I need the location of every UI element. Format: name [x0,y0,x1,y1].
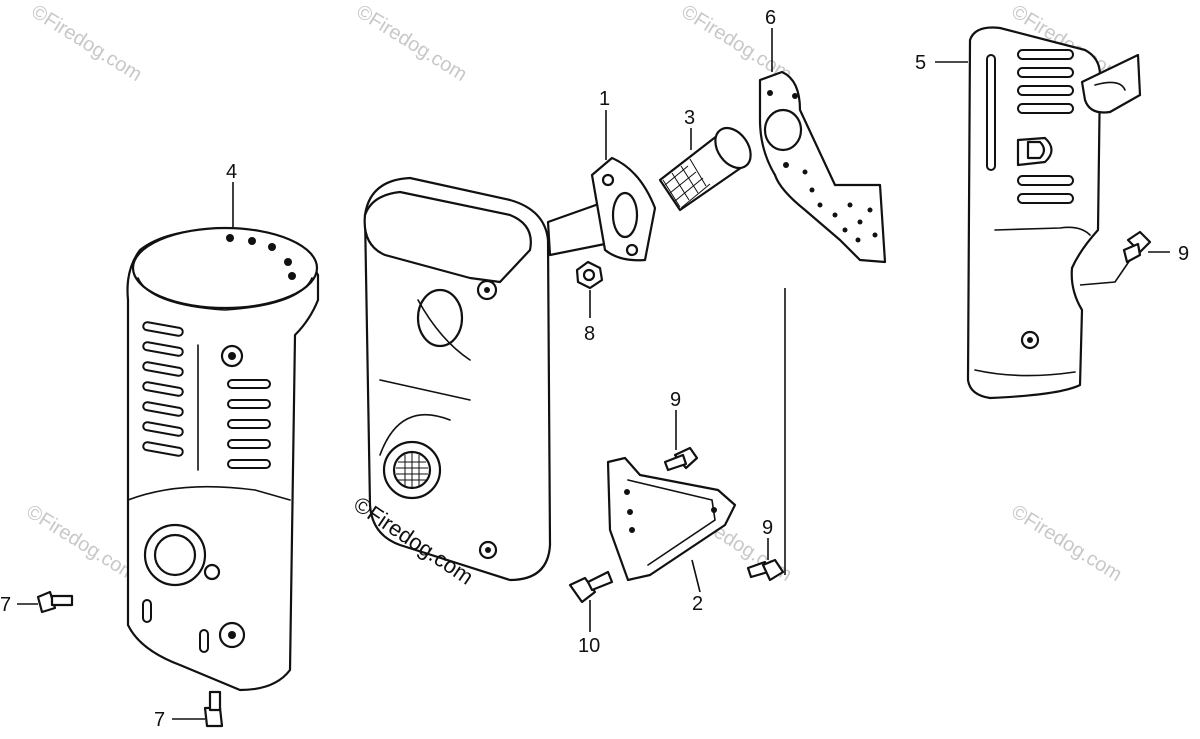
bolt-10 [568,570,614,604]
callout-labels: 1 2 3 4 5 6 7 7 8 9 9 9 10 [0,7,1189,731]
bolt-9-protector [1122,230,1152,264]
leader-lines [17,28,1170,720]
callout-9-bracket: 9 [670,389,681,411]
callout-4: 4 [226,161,237,183]
screw-7-bottom [203,690,224,728]
callout-7-bottom: 7 [154,709,165,731]
flange-nut [575,260,604,290]
watermark: ©Firedog.com [27,1,145,86]
callout-7-side: 7 [0,594,11,616]
watermark: ©Firedog.com [22,501,140,586]
muffler-protector-left [126,226,320,692]
callout-2: 2 [692,593,703,615]
callout-1: 1 [599,88,610,110]
bolt-9-bracket [663,446,699,472]
callout-5: 5 [915,52,926,74]
exhaust-gasket-plate [758,70,887,264]
muffler-protector-right [966,26,1142,400]
callout-8: 8 [584,323,595,345]
callout-9-plate: 9 [762,517,773,539]
callout-9-protector: 9 [1178,243,1189,265]
screw-7-side [36,590,74,614]
callout-6: 6 [765,7,776,29]
muffler-bracket [606,456,737,582]
watermark: ©Firedog.com [352,1,470,86]
bolt-9-plate [746,558,785,582]
callout-10: 10 [578,635,600,657]
watermark: ©Firedog.com [1007,501,1125,586]
muffler-body [363,156,657,582]
spark-arrester [658,126,752,212]
callout-3: 3 [684,107,695,129]
